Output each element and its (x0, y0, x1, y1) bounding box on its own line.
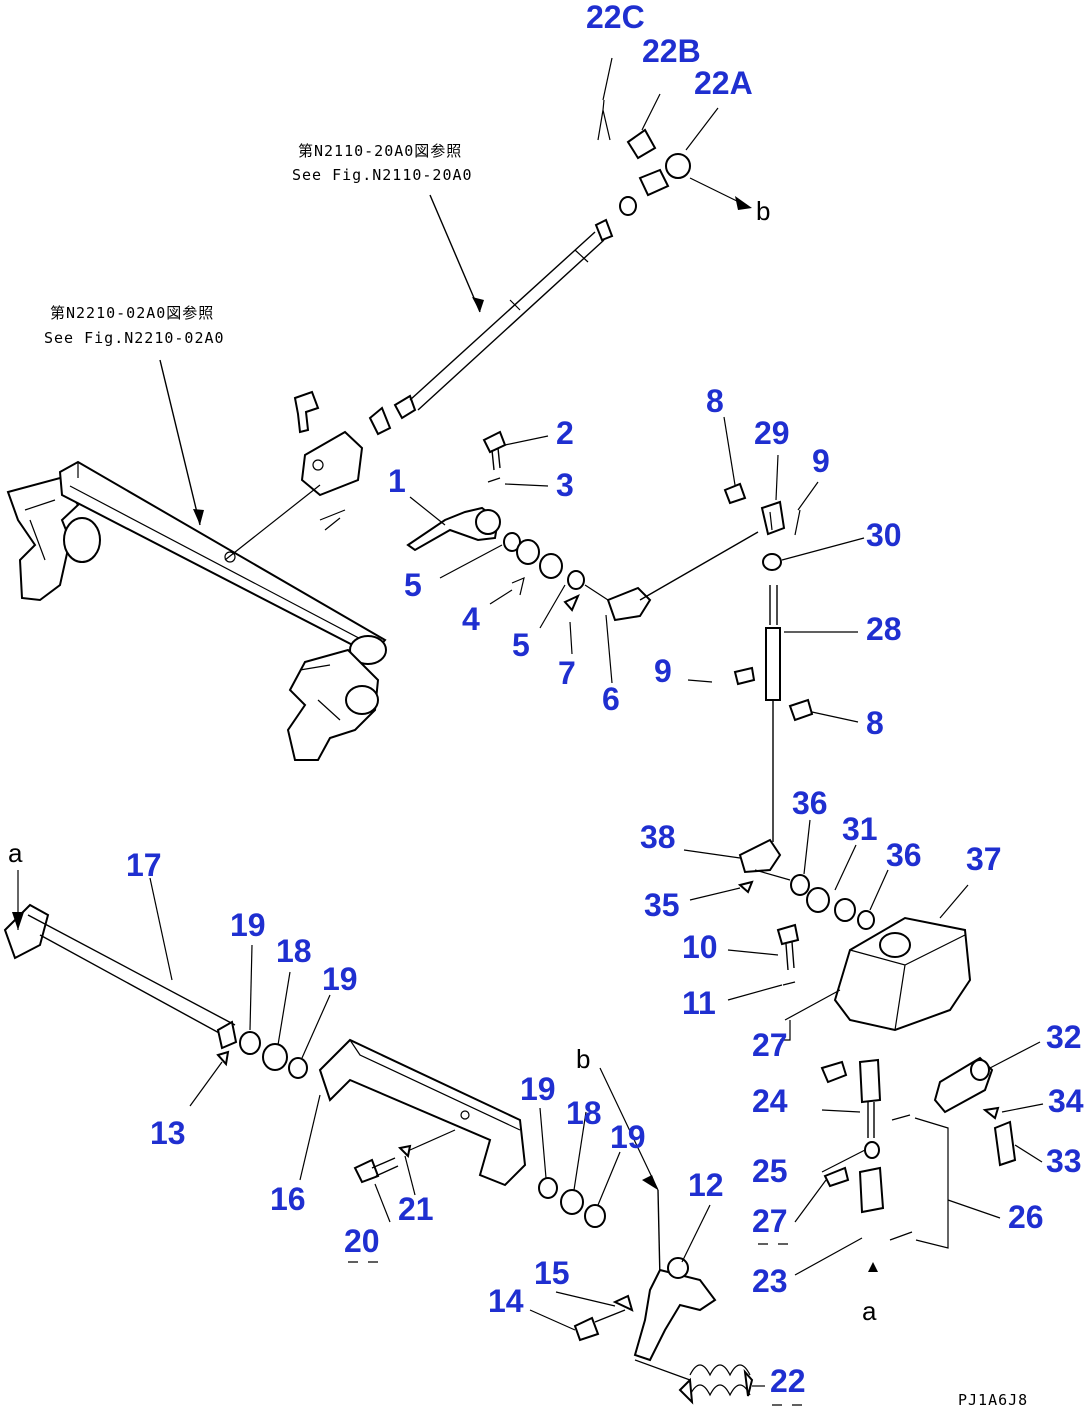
lower-shaft-assembly (3, 903, 606, 1228)
upper-reference-en: See Fig.N2110-20A0 (292, 166, 473, 184)
callout-27a: 27 (752, 1027, 788, 1063)
callout-24: 24 (752, 1083, 788, 1119)
callout-34: 34 (1048, 1083, 1084, 1119)
callout-36a: 36 (792, 785, 828, 821)
callout-1: 1 (388, 463, 406, 499)
pedal-lever-assembly (573, 1189, 754, 1405)
drawing-id: PJ1A6J8 (958, 1391, 1028, 1409)
callout-21: 21 (398, 1191, 434, 1227)
callout-22B: 22B (642, 33, 701, 69)
callout-16: 16 (270, 1181, 306, 1217)
callout-31: 31 (842, 811, 878, 847)
callout-13: 13 (150, 1115, 186, 1151)
callout-19c: 19 (520, 1071, 556, 1107)
callout-8b: 8 (866, 705, 884, 741)
callout-32: 32 (1046, 1019, 1082, 1055)
callout-14: 14 (488, 1283, 524, 1319)
callout-28: 28 (866, 611, 902, 647)
letter-b-top: b (756, 196, 770, 226)
callout-19a: 19 (230, 907, 266, 943)
left-reference-jp: 第N2210-02A0図参照 (50, 304, 214, 322)
callout-26: 26 (1008, 1199, 1044, 1235)
callout-12: 12 (688, 1167, 724, 1203)
callout-8a: 8 (706, 383, 724, 419)
callout-7: 7 (558, 655, 576, 691)
reference-leaders (159, 194, 484, 526)
letter-b-bottom: b (576, 1044, 590, 1074)
callout-33: 33 (1046, 1143, 1082, 1179)
callout-5b: 5 (512, 627, 530, 663)
callout-22A: 22A (694, 65, 753, 101)
callout-9a: 9 (812, 443, 830, 479)
upper-reference-jp: 第N2110-20A0図参照 (298, 142, 462, 160)
callout-29: 29 (754, 415, 790, 451)
callout-leaders (12, 57, 1044, 1387)
letter-a-bottom: a (862, 1296, 877, 1326)
callout-18a: 18 (276, 933, 312, 969)
callout-numbers: 22C 22B 22A 2 3 1 5 4 5 7 6 8 29 9 30 28… (126, 0, 1084, 1399)
callout-10: 10 (682, 929, 718, 965)
letter-a-top: a (8, 838, 23, 868)
callout-19b: 19 (322, 961, 358, 997)
underline-marks (348, 1243, 802, 1406)
pedal-box-assembly (737, 838, 972, 1032)
callout-35: 35 (644, 887, 680, 923)
cross-shaft-assembly (6, 390, 387, 761)
callout-38: 38 (640, 819, 676, 855)
upper-rod (368, 99, 691, 436)
callout-18b: 18 (566, 1095, 602, 1131)
callout-22C: 22C (586, 0, 645, 35)
callout-6: 6 (602, 681, 620, 717)
callout-11: 11 (682, 985, 716, 1021)
callout-22: 22 (770, 1363, 806, 1399)
callout-2: 2 (556, 415, 574, 451)
callout-19d: 19 (610, 1119, 646, 1155)
callout-17: 17 (126, 847, 162, 883)
callout-5a: 5 (404, 567, 422, 603)
callout-15: 15 (534, 1255, 570, 1291)
callout-23: 23 (752, 1263, 788, 1299)
callout-3: 3 (556, 467, 574, 503)
middle-linkage (406, 430, 759, 622)
callout-30: 30 (866, 517, 902, 553)
callout-9b: 9 (654, 653, 672, 689)
callout-27b: 27 (752, 1203, 788, 1239)
callout-20: 20 (344, 1223, 380, 1259)
callout-37: 37 (966, 841, 1002, 877)
callout-4: 4 (462, 601, 480, 637)
callout-36b: 36 (886, 837, 922, 873)
left-reference-en: See Fig.N2210-02A0 (44, 329, 225, 347)
callout-25: 25 (752, 1153, 788, 1189)
vertical-rod-assembly (723, 482, 814, 842)
link-assembly (820, 1056, 1017, 1249)
